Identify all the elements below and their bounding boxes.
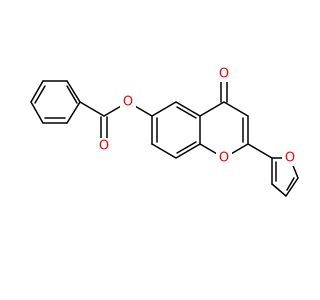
carbonyl-oxygen-label: O <box>219 67 229 82</box>
bond-chromone-benz-6 <box>151 101 177 117</box>
bond-pyranone-1 <box>199 101 225 117</box>
ester-link-oxygen-label: O <box>123 95 133 110</box>
bond-chromone-benz-inner-3 <box>176 106 197 119</box>
bond-furan-3 <box>285 177 299 197</box>
furan-ring-oxygen-label: O <box>285 151 295 166</box>
bond-phenyl-to-carbonyl <box>79 101 105 117</box>
bond-phenyl-3 <box>66 80 81 103</box>
bond-chromone-benz-2 <box>151 143 177 159</box>
ester-link-oxygen-atom: O <box>120 94 136 110</box>
bond-chromone-benz-inner-2 <box>176 141 197 154</box>
bond-phenyl-4 <box>66 101 81 124</box>
bond-phenyl-inner-1 <box>34 85 46 104</box>
carbonyl-oxygen-atom: O <box>216 66 232 82</box>
bond-chromone-benz-5 <box>175 101 201 117</box>
molecule-structure: O O O O O <box>30 66 299 197</box>
bond-furan-2 <box>271 183 287 197</box>
bond-furan-inner-2 <box>286 177 295 191</box>
bond-phenyl-inner-2 <box>66 85 78 104</box>
pyranone-ring-oxygen-label: O <box>219 151 229 166</box>
bond-pyranone-to-furan <box>247 143 273 159</box>
atom-layer: O O O O O <box>96 66 298 166</box>
ester-carbonyl-oxygen-label: O <box>99 139 109 154</box>
bond-pyranone-2 <box>223 101 249 117</box>
bond-layer <box>30 79 299 197</box>
bond-chromone-benz-3 <box>175 143 201 159</box>
bond-phenyl-1 <box>30 80 44 103</box>
furan-ring-oxygen-atom: O <box>282 150 298 166</box>
ester-carbonyl-oxygen-atom: O <box>96 138 112 154</box>
bond-phenyl-6 <box>30 101 44 124</box>
pyranone-ring-oxygen-atom: O <box>216 150 232 166</box>
